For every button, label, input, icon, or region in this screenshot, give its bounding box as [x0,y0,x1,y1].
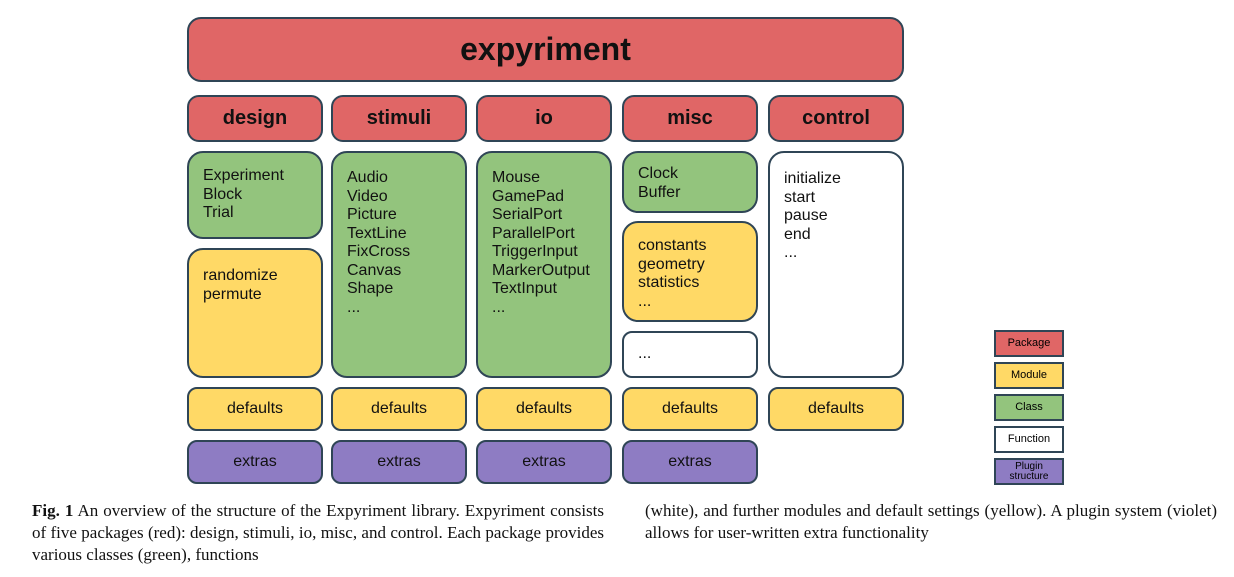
class-item: Buffer [638,183,681,201]
class-item: Trial [203,204,234,221]
class-item: Video [347,187,388,205]
module-item: statistics [638,274,700,291]
legend-plugin-label: Plugin structure [1009,460,1049,482]
misc-modules: constants geometry statistics ... [622,221,758,322]
design-modules: randomize permute [187,248,323,378]
package-io: io [476,95,612,142]
legend-module: Module [994,362,1064,389]
package-io-label: io [535,107,553,129]
package-misc: misc [622,95,758,142]
function-item: ... [638,345,652,362]
package-design: design [187,95,323,142]
package-stimuli: stimuli [331,95,467,142]
misc-functions: ... [622,331,758,378]
class-item: Audio [347,169,388,186]
io-defaults: defaults [476,387,612,431]
class-item: TextLine [347,224,407,242]
package-expyriment: expyriment [187,17,904,82]
function-item: pause [784,207,828,224]
function-item: end [784,225,811,243]
misc-classes: Clock Buffer [622,151,758,213]
legend-module-label: Module [1010,369,1048,381]
extras-label: extras [668,453,712,470]
module-item: constants [638,237,707,254]
io-classes: Mouse GamePad SerialPort ParallelPort Tr… [476,151,612,378]
legend-plugin: Plugin structure [994,458,1064,485]
stimuli-defaults: defaults [331,387,467,431]
stimuli-extras: extras [331,440,467,484]
figure-caption-left: Fig. 1 An overview of the structure of t… [32,500,604,566]
function-item: initialize [784,170,841,187]
package-design-label: design [222,107,288,129]
package-control: control [768,95,904,142]
class-item: Mouse [492,169,541,186]
extras-label: extras [522,453,566,470]
figure-caption-right: (white), and further modules and default… [645,500,1217,544]
misc-defaults: defaults [622,387,758,431]
extras-label: extras [377,453,421,470]
package-stimuli-label: stimuli [366,107,432,129]
legend-class-label: Class [1015,401,1043,413]
class-item: Clock [638,165,679,182]
legend-package-label: Package [1007,337,1051,349]
control-functions: initialize start pause end ... [768,151,904,378]
function-item: ... [784,244,798,261]
class-item: FixCross [347,243,411,260]
package-control-label: control [802,107,870,129]
function-item: start [784,188,816,206]
class-item: SerialPort [492,206,563,223]
class-item: Picture [347,206,397,223]
class-item: Experiment [203,167,284,184]
defaults-label: defaults [226,400,284,417]
class-item: ... [492,298,506,316]
legend-function: Function [994,426,1064,453]
caption-text-left: An overview of the structure of the Expy… [32,501,605,564]
class-item: GamePad [492,187,565,205]
class-item: MarkerOutput [492,261,590,279]
module-item: randomize [203,267,278,284]
class-item: Block [203,185,243,203]
design-classes: Experiment Block Trial [187,151,323,239]
design-extras: extras [187,440,323,484]
defaults-label: defaults [807,400,865,417]
figure-label: Fig. 1 [32,501,74,520]
io-extras: extras [476,440,612,484]
defaults-label: defaults [661,400,719,417]
module-item: ... [638,292,652,310]
control-defaults: defaults [768,387,904,431]
module-item: permute [203,285,262,303]
package-misc-label: misc [667,107,713,129]
package-expyriment-label: expyriment [460,31,631,67]
stimuli-classes: Audio Video Picture TextLine FixCross Ca… [331,151,467,378]
extras-label: extras [233,453,277,470]
class-item: TextInput [492,280,557,297]
class-item: Canvas [347,261,402,279]
defaults-label: defaults [515,400,573,417]
legend-function-label: Function [1007,433,1051,445]
class-item: TriggerInput [492,243,578,260]
defaults-label: defaults [370,400,428,417]
misc-extras: extras [622,440,758,484]
legend-package: Package [994,330,1064,357]
caption-text-right: (white), and further modules and default… [645,501,1217,542]
class-item: ParallelPort [492,224,575,242]
legend-class: Class [994,394,1064,421]
class-item: Shape [347,280,394,297]
module-item: geometry [638,255,705,273]
design-defaults: defaults [187,387,323,431]
class-item: ... [347,298,361,316]
